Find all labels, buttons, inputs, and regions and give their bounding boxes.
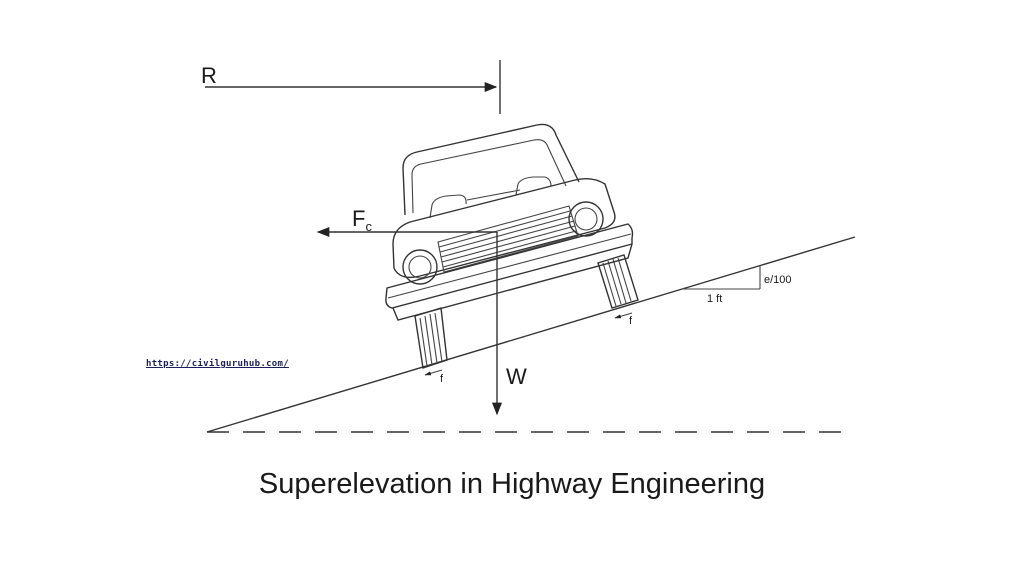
- friction-left-label: f: [440, 373, 444, 385]
- radius-arrow: R: [201, 60, 501, 114]
- left-headlight: [402, 249, 438, 285]
- diagram-caption: Superelevation in Highway Engineering: [258, 468, 766, 500]
- grille: [437, 205, 579, 273]
- radius-label: R: [201, 63, 217, 88]
- weight-arrow: W: [491, 232, 527, 416]
- inclined-road: [206, 236, 856, 433]
- centrifugal-force-arrow: Fc: [316, 206, 497, 238]
- rise-label: e/100: [764, 274, 792, 286]
- car: [385, 123, 639, 369]
- centrifugal-force-subscript: c: [365, 219, 372, 234]
- right-tire: [597, 254, 639, 309]
- centrifugal-force-label: Fc: [352, 206, 372, 234]
- run-label: 1 ft: [707, 293, 722, 305]
- friction-right-label: f: [629, 315, 633, 327]
- slope-triangle: e/100 1 ft: [682, 266, 792, 305]
- left-tire: [414, 307, 448, 369]
- source-watermark[interactable]: https://civilguruhub.com/: [146, 359, 289, 369]
- right-headlight: [568, 201, 604, 237]
- weight-label: W: [506, 364, 527, 389]
- friction-left-arrow: f: [424, 369, 444, 385]
- friction-right-arrow: f: [614, 312, 633, 327]
